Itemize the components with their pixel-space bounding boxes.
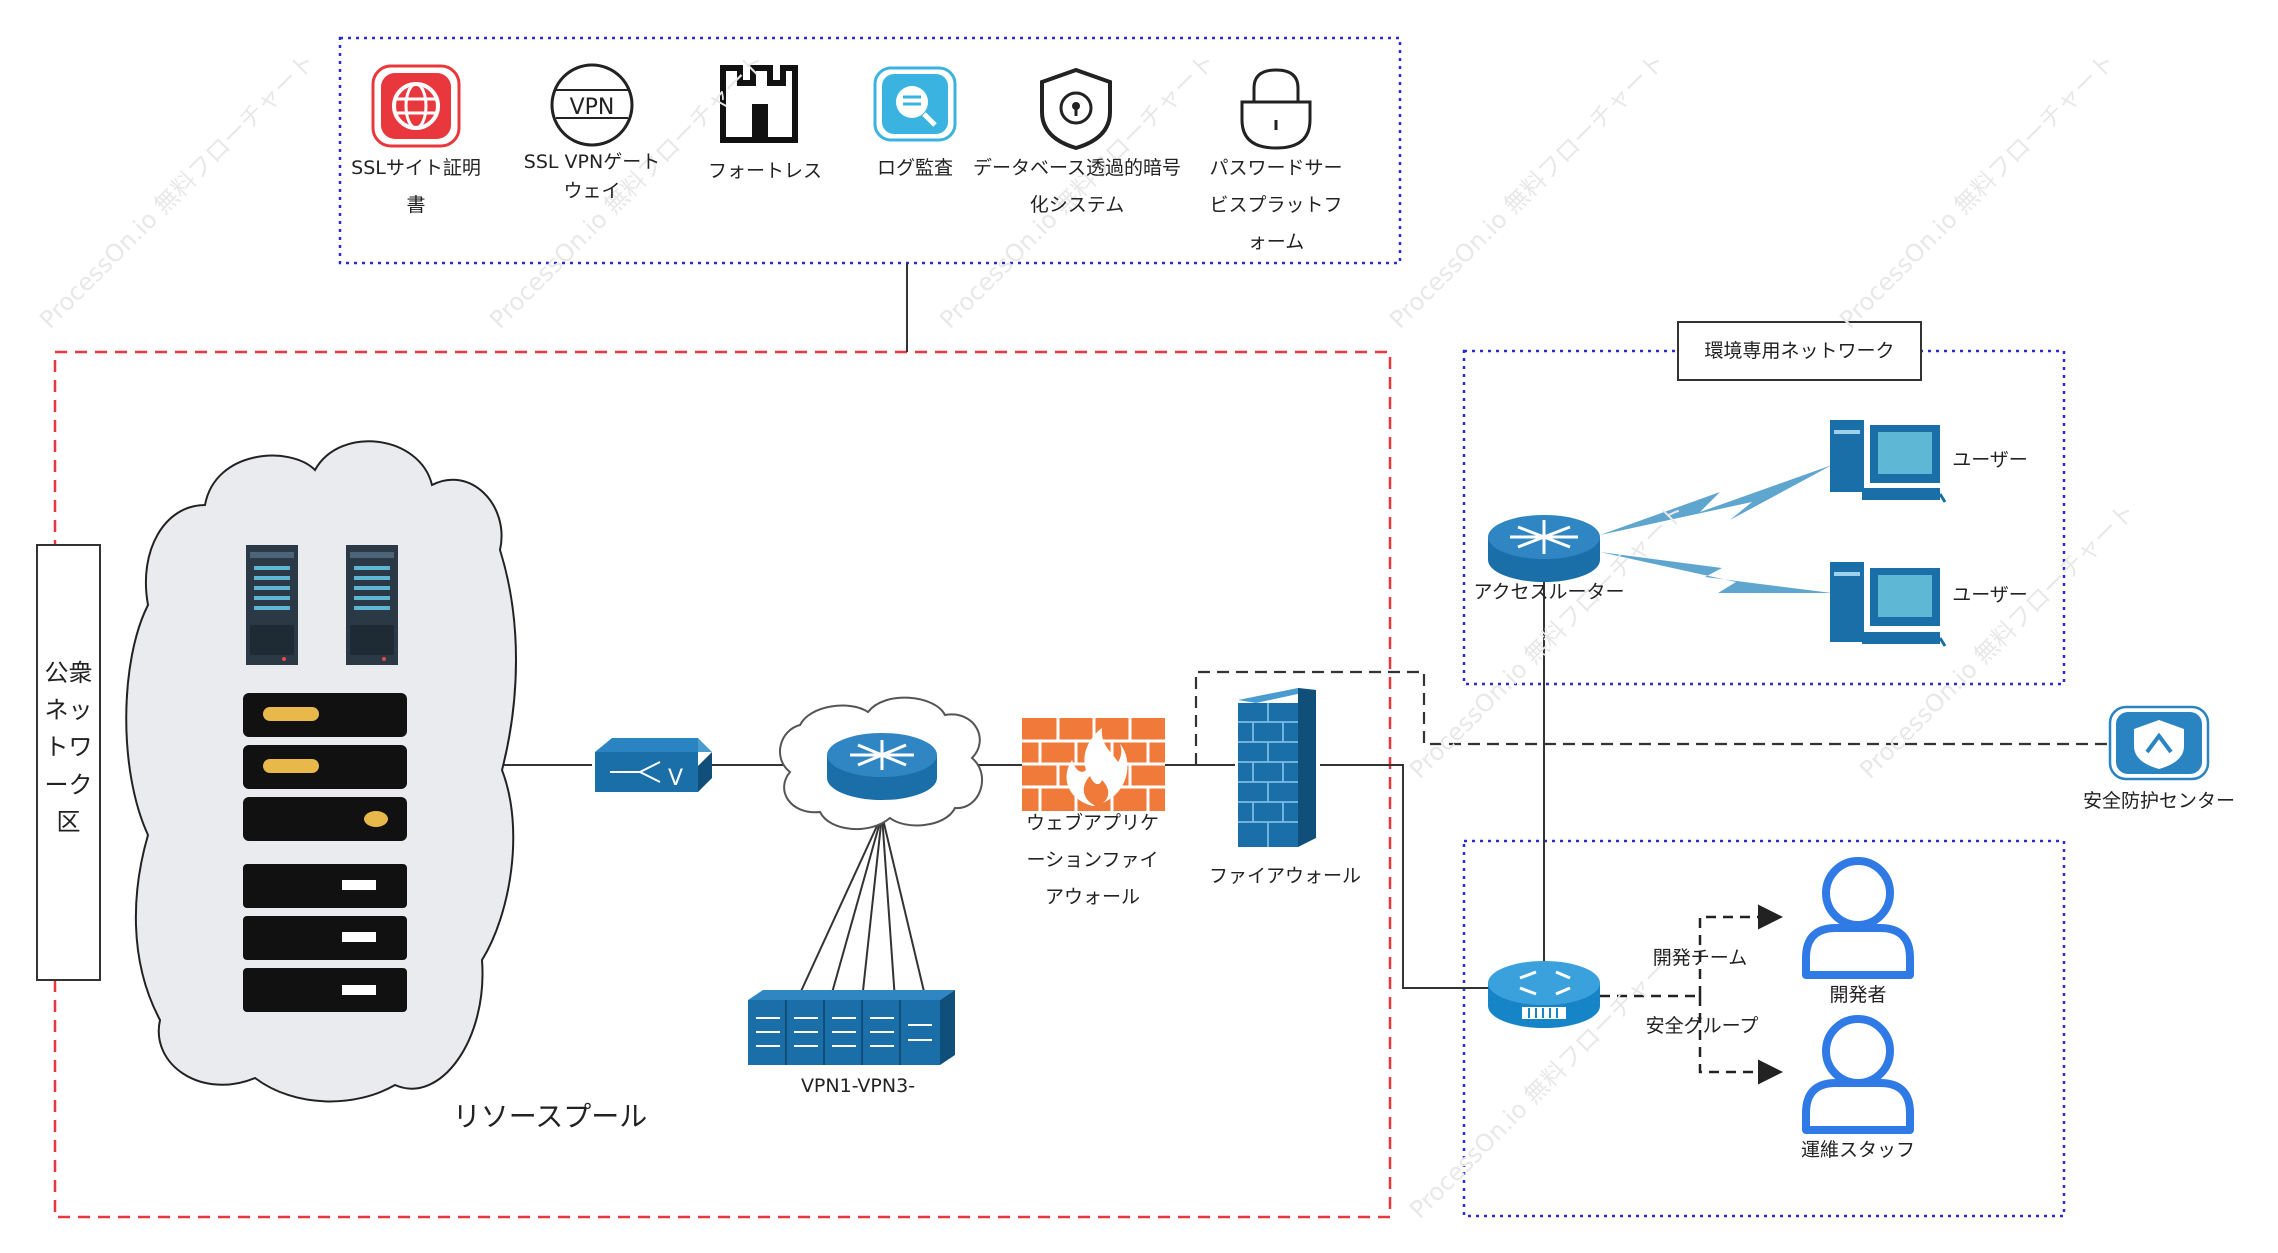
developer-label: 開発者 — [1829, 984, 1887, 1006]
log-audit-icon — [873, 66, 957, 142]
security-center-label: 安全防护センター — [2082, 790, 2235, 812]
tower-server-icon — [246, 545, 298, 665]
firewall-label: ファイアウォール — [1208, 865, 1361, 887]
security-center-icon — [2108, 705, 2210, 781]
vpn-concentrator-stack-icon — [748, 990, 955, 1065]
wireless-link-lightning — [1600, 552, 1832, 593]
security-tools-box — [338, 36, 1402, 265]
db-encryption-shield-icon — [1040, 67, 1112, 151]
firewall-icon — [1238, 688, 1316, 847]
rack-server-icon — [243, 693, 407, 841]
tool-label-password-platform: パスワードサー ビスプラットフ ォーム — [1209, 157, 1343, 254]
access-router-icon — [1488, 515, 1600, 582]
env-network-title-box — [1677, 321, 1922, 381]
access-router-label: アクセスルーター — [1473, 581, 1625, 603]
vswitch-icon: V — [595, 738, 712, 792]
team-zone — [1462, 839, 2066, 1218]
resource-pool-label: リソースプール — [452, 1100, 648, 1133]
public-network-label: 公衆 ネッ トワ ーク 区 — [44, 659, 93, 836]
dev-team-label: 開発チーム — [1652, 947, 1748, 969]
vpn-gateway-icon: VPN — [550, 63, 634, 147]
ops-staff-label: 運維スタッフ — [1800, 1139, 1915, 1161]
user-label: ユーザー — [1952, 449, 2028, 471]
core-router-icon — [827, 733, 937, 800]
developer-person-icon — [1802, 857, 1914, 979]
password-lock-icon — [1240, 68, 1312, 150]
user-computer-icon — [1830, 562, 1947, 647]
team-dashed-arrows — [1600, 904, 1783, 1085]
wireless-link-lightning — [1600, 465, 1832, 535]
env-network-zone — [1462, 349, 2066, 686]
user-computer-icon — [1830, 420, 1947, 503]
fortress-icon — [720, 65, 798, 143]
env-network-title: 環境専用ネットワーク — [1704, 340, 1895, 362]
web-application-firewall-icon — [1022, 718, 1165, 811]
waf-label: ウェブアプリケ ーションファイ アウォール — [1025, 812, 1159, 909]
vpn-label: VPN1-VPN3- — [800, 1075, 916, 1097]
ops-person-icon — [1802, 1015, 1914, 1134]
user-label: ユーザー — [1952, 584, 2028, 606]
vpn-icon-text: VPN — [570, 95, 615, 120]
connection-lines — [497, 263, 1545, 1001]
public-network-box — [36, 544, 101, 981]
tower-server-icon — [346, 545, 398, 665]
security-center-dashed-line — [1194, 670, 2108, 765]
tool-label-ssl-vpn-gateway: SSL VPNゲート ウェイ — [523, 151, 661, 202]
storage-server-icon — [243, 864, 407, 1012]
svg-text:V: V — [668, 766, 683, 791]
tool-label-fortress: フォートレス — [707, 160, 822, 182]
security-group-label: 安全グループ — [1645, 1015, 1759, 1037]
tool-label-log-audit: ログ監査 — [876, 157, 953, 179]
team-router-icon — [1488, 961, 1600, 1028]
tool-label-db-encryption: データベース透過的暗号 化システム — [972, 157, 1182, 217]
ssl-globe-icon — [371, 64, 461, 148]
tool-label-ssl-certificate: SSLサイト証明書 — [351, 157, 481, 217]
